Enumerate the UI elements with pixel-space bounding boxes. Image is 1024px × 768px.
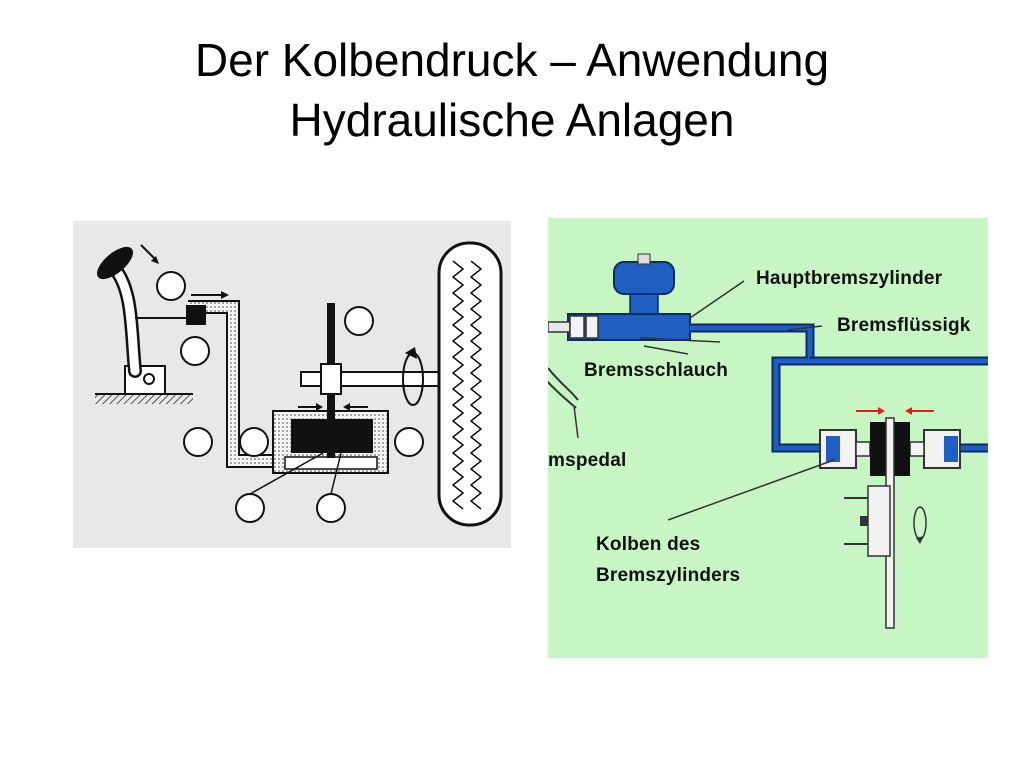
label-pedal: mspedal	[548, 450, 627, 471]
label-pistons-line-2: Bremszylinders	[596, 565, 741, 586]
slide-title-line-2: Hydraulische Anlagen	[289, 94, 735, 146]
brake-pad-left	[870, 422, 886, 476]
reservoir	[613, 261, 675, 295]
brake-pad-right	[894, 422, 910, 476]
caliper-piston-right	[335, 419, 373, 453]
slide-title: Der Kolbendruck – Anwendung Hydraulische…	[0, 30, 1024, 150]
pedal-pad	[96, 246, 134, 280]
label-brake-hose: Bremsschlauch	[584, 360, 729, 381]
pedal-arm	[548, 367, 579, 401]
master-piston	[186, 305, 206, 325]
callout-circles	[156, 271, 424, 523]
slide-title-line-1: Der Kolbendruck – Anwendung	[194, 34, 830, 86]
floor-hatch	[95, 394, 193, 404]
label-brake-fluid: Bremsflüssigk	[837, 315, 971, 336]
brake-schematic-diagram	[73, 221, 511, 548]
label-master-cylinder: Hauptbremszylinder	[756, 268, 943, 289]
label-pistons-line-1: Kolben des	[596, 534, 701, 555]
tire	[437, 241, 503, 527]
caliper-piston-left	[291, 419, 329, 453]
hydraulic-brake-diagram: Hauptbremszylinder Bremsflüssigk Bremssc…	[548, 218, 988, 658]
hub	[867, 485, 891, 557]
